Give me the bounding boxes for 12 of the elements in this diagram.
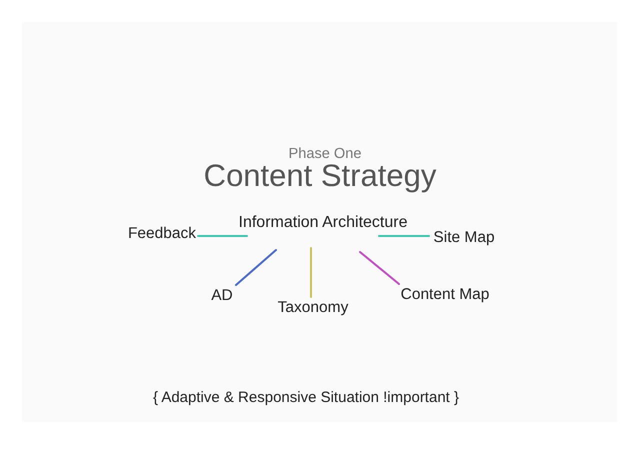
connector-line	[197, 235, 248, 237]
subtopic-label: Site Map	[429, 227, 499, 249]
subtopic-label: Content Map	[396, 284, 494, 306]
footer-note: { Adaptive & Responsive Situation !important }	[152, 389, 460, 407]
connector-line	[359, 251, 400, 285]
central-topic-label: Information Architecture	[230, 209, 416, 236]
connector-line	[378, 235, 430, 237]
connector-line	[310, 247, 312, 298]
connector-line	[235, 249, 277, 286]
subtopic-label: AD	[206, 285, 238, 307]
subtopic-label: Feedback	[126, 223, 198, 245]
subtopic-label: Taxonomy	[273, 297, 353, 319]
